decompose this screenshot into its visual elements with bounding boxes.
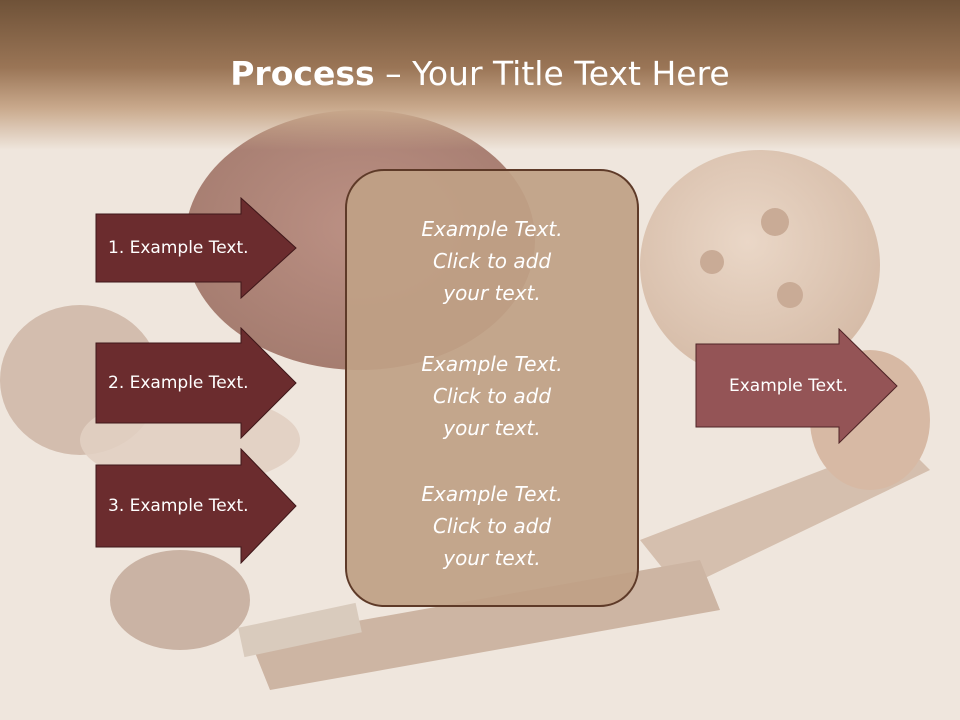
title-band — [0, 0, 960, 150]
left-arrow-3-label: 3. Example Text. — [108, 496, 249, 516]
slide-title: Process – Your Title Text Here — [0, 52, 960, 96]
arrow-shape — [695, 328, 898, 444]
right-arrow-label: Example Text. — [729, 376, 848, 396]
panel-line: your text. — [443, 546, 541, 570]
panel-paragraph-3: Example Text. Click to add your text. — [345, 478, 639, 574]
panel-line: Example Text. — [421, 217, 563, 241]
center-panel: Example Text. Click to add your text. Ex… — [345, 169, 639, 607]
panel-line: your text. — [443, 281, 541, 305]
panel-line: Example Text. — [421, 482, 563, 506]
arrow-shape — [95, 327, 297, 439]
title-bold: Process — [230, 54, 375, 93]
left-arrow-3: 3. Example Text. — [95, 448, 297, 564]
panel-line: Click to add — [432, 514, 552, 538]
panel-shape — [345, 169, 639, 607]
title-rest: – Your Title Text Here — [374, 54, 730, 93]
panel-paragraph-2: Example Text. Click to add your text. — [345, 348, 639, 444]
right-arrow: Example Text. — [695, 328, 898, 444]
panel-line: Example Text. — [421, 352, 563, 376]
panel-line: Click to add — [432, 384, 552, 408]
panel-line: Click to add — [432, 249, 552, 273]
left-arrow-1: 1. Example Text. — [95, 197, 297, 299]
arrow-shape — [95, 197, 297, 299]
panel-paragraph-1: Example Text. Click to add your text. — [345, 213, 639, 309]
panel-line: your text. — [443, 416, 541, 440]
left-arrow-1-label: 1. Example Text. — [108, 238, 249, 258]
left-arrow-2-label: 2. Example Text. — [108, 373, 249, 393]
arrow-shape — [95, 448, 297, 564]
left-arrow-2: 2. Example Text. — [95, 327, 297, 439]
